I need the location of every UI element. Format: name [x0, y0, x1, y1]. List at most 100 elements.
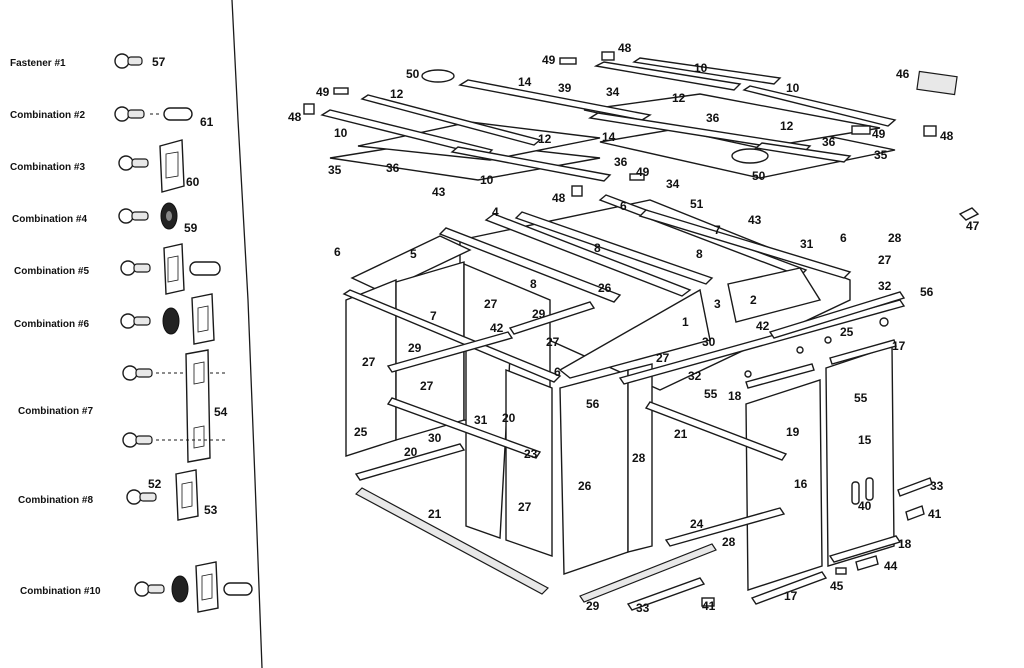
callout: 21 [674, 427, 688, 441]
washer-icon [160, 202, 178, 230]
callout: 12 [780, 119, 794, 133]
ridge-beam [484, 213, 692, 297]
floor-rail [897, 477, 933, 497]
callout: 43 [432, 185, 446, 199]
wall-frame-assembly [342, 194, 933, 611]
callout: 31 [474, 413, 488, 427]
gable-cap [421, 69, 455, 83]
callout: 10 [694, 61, 708, 75]
part-number: 59 [184, 221, 198, 235]
callout: 20 [404, 445, 418, 459]
screw-icon [122, 365, 153, 381]
vent-grille [916, 70, 958, 96]
callout: 42 [490, 321, 504, 335]
callout: 29 [586, 599, 600, 613]
callout: 26 [578, 479, 592, 493]
callout: 18 [728, 389, 742, 403]
callout: 34 [666, 177, 680, 191]
callout: 47 [966, 219, 980, 233]
callout-labels: 48 49 10 10 46 50 14 39 34 12 49 12 48 1… [288, 41, 980, 615]
roof-rafter [438, 227, 622, 303]
wall-rail [745, 363, 815, 389]
callout: 45 [830, 579, 844, 593]
callout: 41 [702, 599, 716, 613]
bracket-plate-icon [163, 243, 185, 295]
screw-icon [126, 489, 157, 505]
callout: 27 [656, 351, 670, 365]
clip [629, 173, 645, 181]
callout: 14 [602, 130, 616, 144]
screw-icon [114, 106, 145, 122]
callout: 36 [706, 111, 720, 125]
bracket-plate-icon [195, 561, 219, 613]
roof-panel [357, 121, 601, 161]
callout: 35 [328, 163, 342, 177]
sidebar-item-label: Combination #2 [10, 110, 85, 121]
clip [333, 87, 349, 95]
screw-icon [118, 208, 149, 224]
screw-icon [120, 260, 151, 276]
callout: 33 [930, 479, 944, 493]
hinge-clip [958, 207, 980, 221]
callout: 55 [854, 391, 868, 405]
roof-trim [458, 79, 652, 121]
callout: 18 [898, 537, 912, 551]
sidebar-item-label: Combination #3 [10, 162, 85, 173]
callout: 8 [530, 277, 537, 291]
callout: 49 [542, 53, 556, 67]
floor-rail [644, 401, 788, 461]
pin [796, 346, 804, 354]
callout: 7 [714, 223, 721, 237]
roof-trim [450, 146, 612, 182]
part-number: 60 [186, 175, 200, 189]
wall-rail [342, 289, 562, 383]
callout: 17 [892, 339, 906, 353]
part-number: 61 [200, 115, 214, 129]
clip [923, 125, 937, 137]
part-number: 53 [204, 503, 218, 517]
callout: 16 [794, 477, 808, 491]
fastener-legend: Fastener #1 57 Combination #2 61 Combina… [10, 53, 253, 613]
handle [865, 477, 874, 501]
right-wall-panel [825, 345, 895, 567]
callout: 36 [386, 161, 400, 175]
callout: 32 [688, 369, 702, 383]
callout: 8 [594, 241, 601, 255]
callout: 28 [888, 231, 902, 245]
callout: 4 [492, 205, 499, 219]
strap-plate-icon [185, 349, 211, 463]
callout: 27 [362, 355, 376, 369]
floor-rail [750, 571, 828, 605]
callout: 48 [618, 41, 632, 55]
callout: 19 [786, 425, 800, 439]
screw-icon [122, 432, 153, 448]
callout: 42 [756, 319, 770, 333]
callout: 5 [410, 247, 417, 261]
screw-icon [134, 581, 165, 597]
callout: 10 [334, 126, 348, 140]
floor-rail [355, 487, 549, 595]
part-number: 54 [214, 405, 228, 419]
callout: 48 [288, 110, 302, 124]
bracket-plate-icon [159, 139, 185, 193]
wall-rail [829, 339, 897, 365]
callout: 27 [484, 297, 498, 311]
callout: 28 [632, 451, 646, 465]
sidebar-divider [231, 0, 263, 668]
callout: 12 [538, 132, 552, 146]
spacer-icon [163, 107, 193, 121]
callout: 46 [896, 67, 910, 81]
callout: 30 [428, 431, 442, 445]
callout: 6 [334, 245, 341, 259]
callout: 48 [940, 129, 954, 143]
callout: 23 [524, 447, 538, 461]
latch [905, 505, 925, 521]
wall-rail [768, 291, 906, 339]
pin [824, 336, 832, 344]
callout: 56 [586, 397, 600, 411]
floor-rail [579, 543, 717, 603]
sidebar-item-label: Fastener #1 [10, 58, 66, 69]
clip [601, 51, 615, 61]
right-door-panel [745, 379, 823, 591]
callout: 51 [690, 197, 704, 211]
